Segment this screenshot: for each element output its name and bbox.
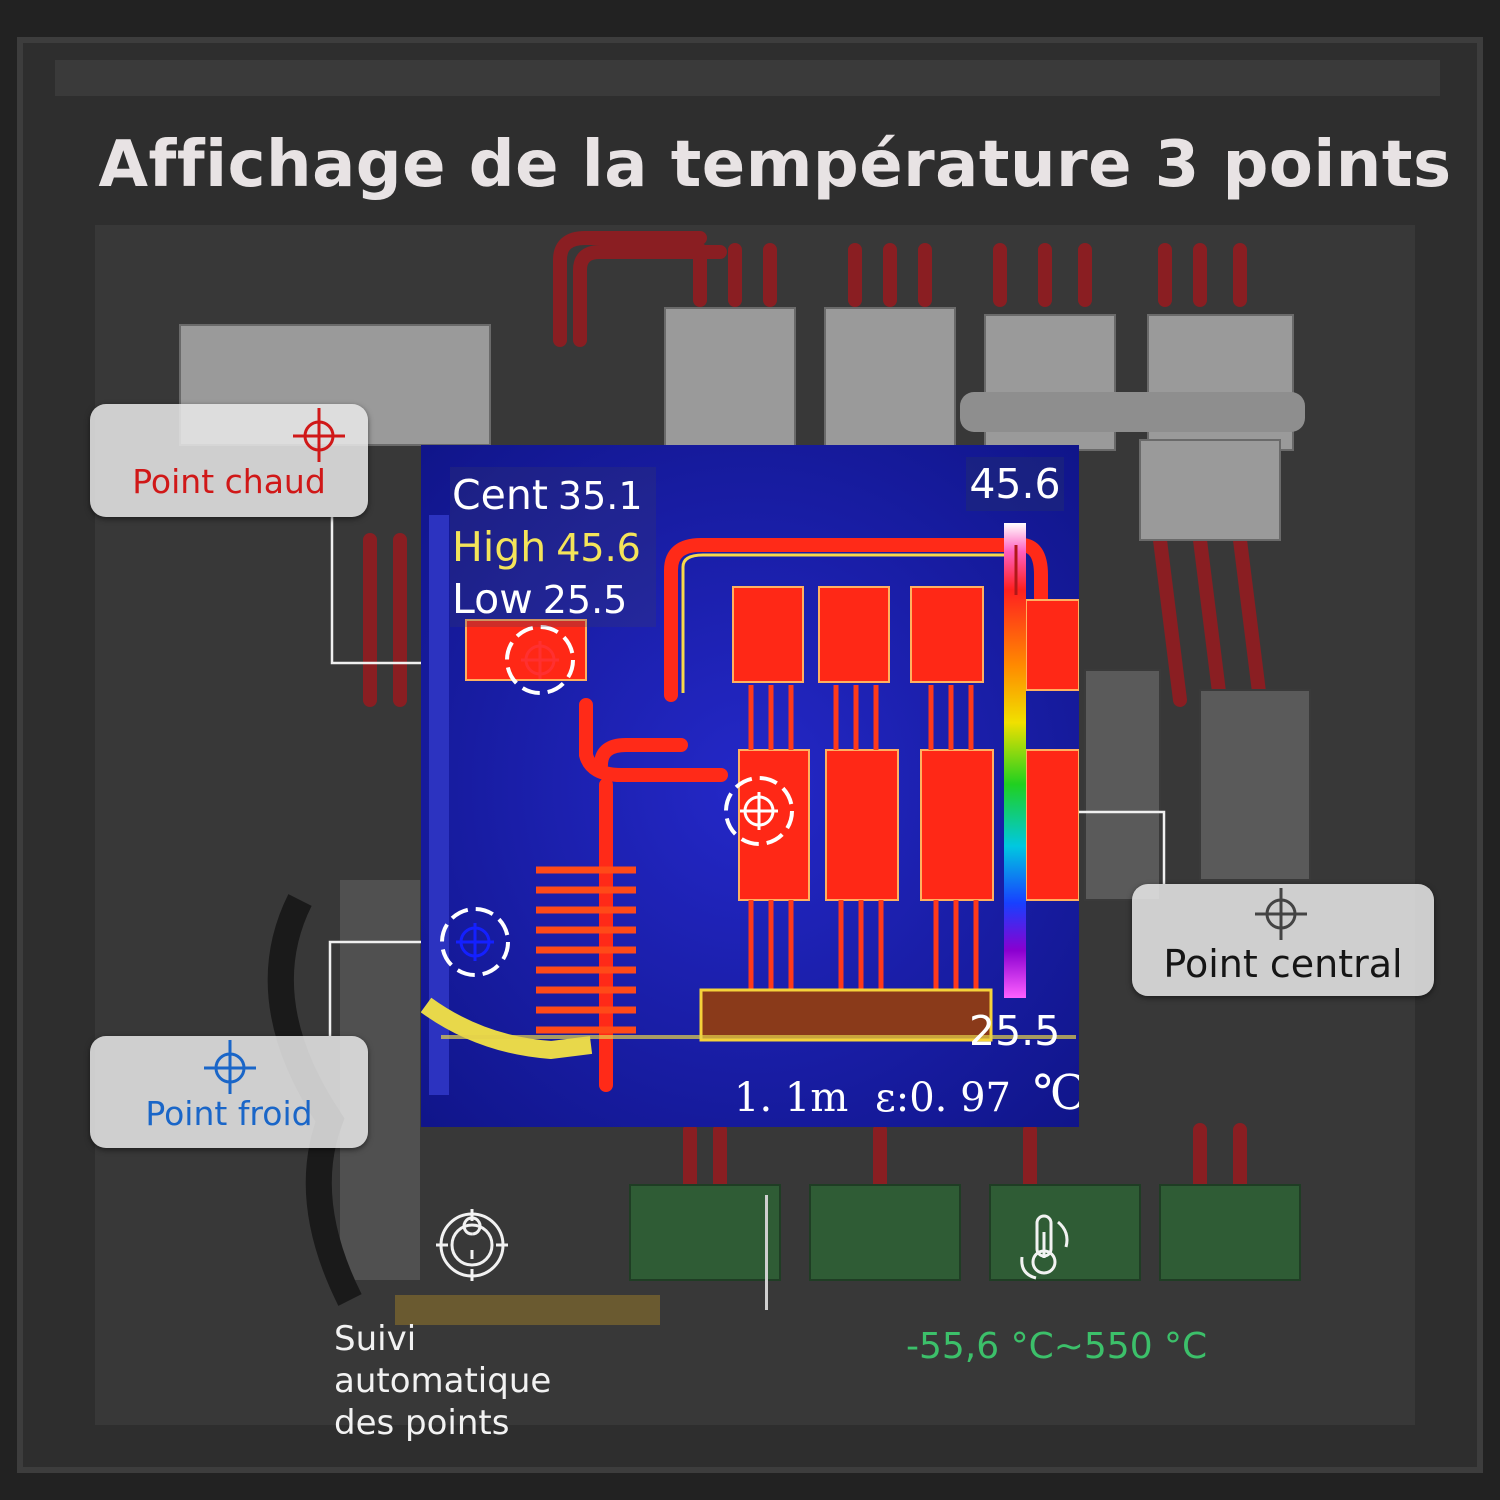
- cold-point-callout: Point froid: [90, 1036, 368, 1148]
- cold-spot-marker: [440, 907, 510, 977]
- distance-readout: 1. 1m: [734, 1075, 849, 1121]
- high-reading-value: 45.6: [556, 526, 641, 570]
- readings-panel: [450, 467, 656, 627]
- tracking-line-1: Suivi: [334, 1319, 417, 1359]
- center-crosshair-icon: [1255, 888, 1307, 940]
- temperature-unit: ℃: [1033, 1065, 1079, 1121]
- headline: Affichage de la température 3 points: [98, 128, 1452, 202]
- center-point-label: Point central: [1163, 942, 1403, 986]
- cold-point-label: Point froid: [145, 1094, 313, 1133]
- tracking-line-3: des points: [334, 1403, 510, 1443]
- low-reading-value: 25.5: [542, 578, 628, 622]
- center-reading-label: Cent: [452, 471, 548, 519]
- center-reading-value: 35.1: [557, 474, 643, 518]
- scale-min-value: 25.5: [969, 1007, 1061, 1055]
- hot-point-callout: Point chaud: [90, 404, 368, 517]
- scale-max-value: 45.6: [966, 457, 1064, 511]
- hot-crosshair-icon: [293, 408, 345, 462]
- center-spot-marker: [724, 776, 794, 846]
- low-reading-label: Low: [452, 575, 533, 623]
- auto-tracking-feature: Suivi automatique des points: [334, 1318, 614, 1444]
- center-point-callout: Point central: [1132, 884, 1434, 996]
- cold-crosshair-icon: [204, 1040, 256, 1094]
- temperature-range-feature: -55,6 °C~550 °C: [906, 1326, 1208, 1367]
- tracking-line-2: automatique: [334, 1361, 552, 1401]
- hot-point-label: Point chaud: [132, 462, 326, 501]
- thermal-scene: [421, 445, 1079, 1127]
- emissivity-readout: ε:0. 97: [875, 1075, 1011, 1121]
- thermometer-icon: [1020, 1214, 1069, 1280]
- color-scale-bar: [1004, 523, 1026, 998]
- hot-spot-marker: [505, 625, 575, 695]
- target-tracking-icon: [436, 1209, 508, 1281]
- high-reading-label: High: [452, 523, 547, 571]
